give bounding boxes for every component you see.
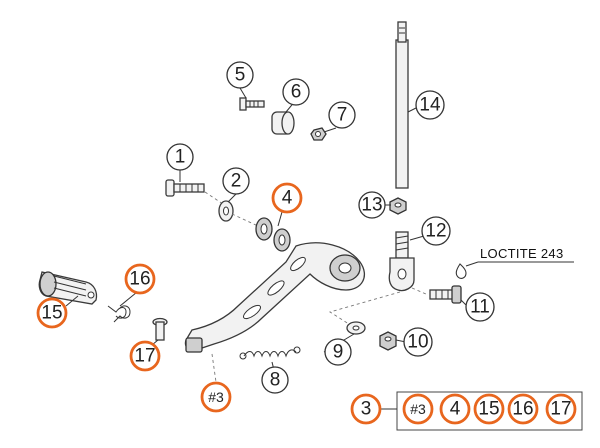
svg-text:15: 15	[478, 399, 499, 420]
svg-text:9: 9	[333, 342, 344, 363]
callout-12: 12	[421, 216, 451, 246]
svg-text:12: 12	[425, 221, 446, 242]
kit-label: 3	[350, 393, 382, 425]
svg-text:13: 13	[361, 195, 382, 216]
svg-text:#3: #3	[410, 401, 426, 417]
callout-6: 6	[282, 78, 310, 106]
axis-dash-2	[231, 213, 259, 227]
svg-text:15: 15	[41, 303, 62, 324]
callout-16: 16	[124, 263, 156, 295]
svg-text:3: 3	[361, 399, 372, 420]
axis-dash-1	[204, 191, 227, 207]
axis-dash-4	[328, 287, 427, 327]
svg-text:11: 11	[470, 297, 490, 318]
kit-item-15: 15	[473, 393, 505, 425]
kit-item-16: 16	[507, 393, 539, 425]
part-bolt-11	[429, 285, 462, 304]
callout-9: 9	[324, 338, 352, 366]
callout-10: 10	[403, 327, 433, 357]
svg-text:4: 4	[450, 399, 461, 420]
svg-text:14: 14	[419, 95, 441, 116]
callout-7: 7	[328, 101, 356, 129]
part-pedal-lever	[184, 242, 365, 353]
part-spring	[239, 346, 301, 360]
part-washer-9	[346, 321, 366, 335]
callout-8: 8	[261, 366, 289, 394]
callout-14: 14	[415, 90, 445, 120]
svg-text:6: 6	[291, 82, 302, 103]
svg-text:17: 17	[550, 399, 571, 420]
part-long-bolt	[165, 179, 205, 197]
part-pedal-tip	[38, 271, 98, 305]
svg-text:17: 17	[134, 346, 155, 367]
svg-text:16: 16	[129, 269, 150, 290]
callout-hash3: #3	[200, 381, 232, 413]
part-nut-13	[389, 197, 407, 215]
kit-bracket	[396, 391, 583, 431]
callout-1: 1	[166, 143, 194, 171]
part-torsion-spring	[107, 305, 131, 323]
callout-15: 15	[36, 297, 68, 329]
loctite-leader	[465, 261, 479, 267]
callout-13: 13	[358, 191, 386, 219]
kit-item-hash3: #3	[402, 393, 434, 425]
part-small-nut	[310, 127, 327, 141]
part-bushing	[271, 111, 295, 135]
svg-text:#3: #3	[208, 389, 224, 405]
svg-text:5: 5	[235, 65, 246, 86]
svg-text:8: 8	[270, 370, 281, 391]
svg-text:7: 7	[337, 105, 348, 126]
part-clevis	[388, 231, 415, 292]
callout-4: 4	[271, 182, 303, 214]
svg-text:4: 4	[282, 188, 293, 209]
callout-11: 11	[465, 292, 495, 322]
svg-text:2: 2	[231, 171, 242, 192]
kit-item-17: 17	[545, 393, 577, 425]
part-washer	[218, 200, 234, 222]
kit-group: 3 #3 4 15 16 17	[350, 391, 583, 431]
part-rod	[395, 21, 409, 189]
svg-text:1: 1	[175, 147, 186, 168]
loctite-drop-icon	[455, 263, 467, 279]
part-small-bolt	[239, 97, 265, 111]
callout-2: 2	[222, 167, 250, 195]
part-pin	[152, 317, 168, 341]
callout-5: 5	[226, 61, 254, 89]
axis-dash-3	[211, 353, 217, 383]
callout-17: 17	[129, 340, 161, 372]
loctite-note: LOCTITE 243	[480, 246, 564, 261]
part-nut-10	[379, 331, 397, 351]
svg-text:16: 16	[512, 399, 533, 420]
part-bearings	[255, 217, 291, 252]
kit-item-4: 4	[439, 393, 471, 425]
svg-text:10: 10	[407, 332, 428, 353]
